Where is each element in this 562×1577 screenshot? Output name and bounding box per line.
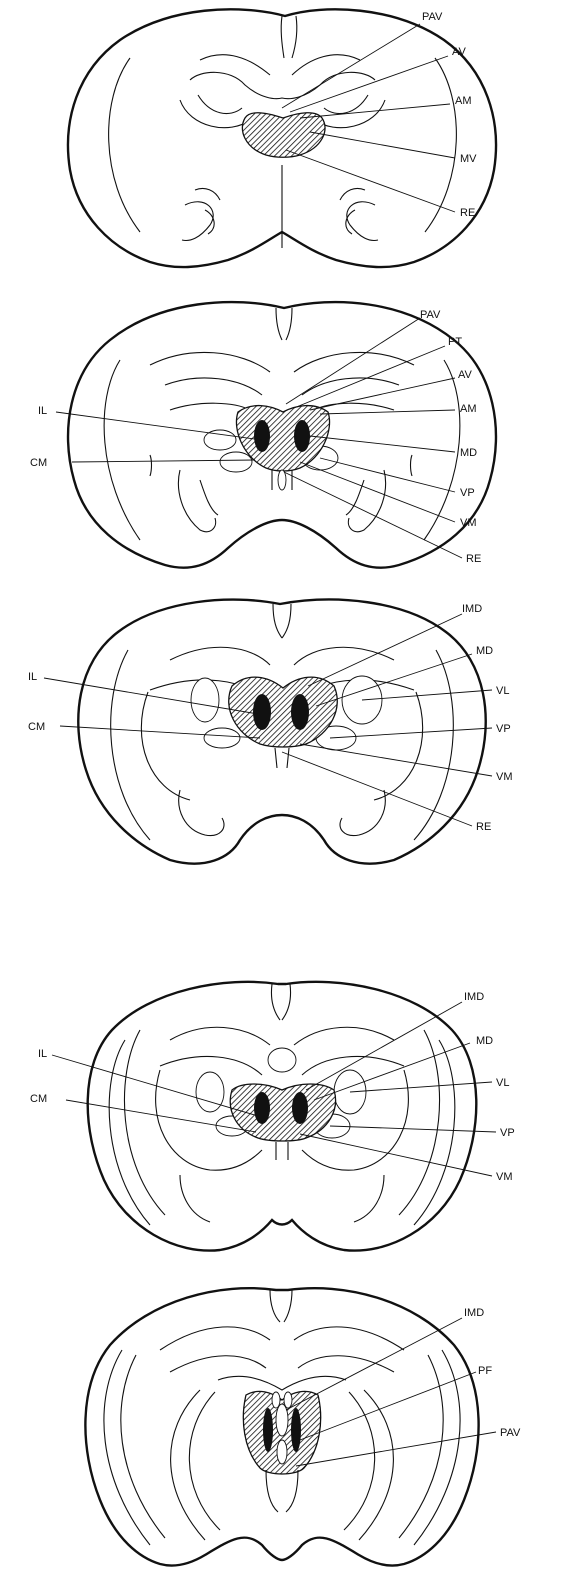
label-av: AV: [458, 369, 473, 381]
label-vp: VP: [500, 1127, 515, 1139]
label-re: RE: [460, 207, 475, 219]
label-vl: VL: [496, 1077, 509, 1089]
label-pf: PF: [478, 1365, 492, 1377]
label-pav: PAV: [420, 309, 441, 321]
label-mv: MV: [460, 153, 477, 165]
label-pav: PAV: [422, 11, 443, 23]
section-2: PAV PT AV AM MD VP VM RE IL CM: [30, 302, 496, 568]
label-pt: PT: [448, 336, 462, 348]
label-vp: VP: [496, 723, 511, 735]
section-3: IMD MD VL VP VM RE IL CM: [28, 600, 513, 864]
label-il: IL: [38, 405, 47, 417]
label-am: AM: [455, 95, 472, 107]
label-imd: IMD: [464, 991, 484, 1003]
label-re: RE: [466, 553, 481, 565]
section-1: PAV AV AM MV RE: [68, 9, 496, 267]
label-vp: VP: [460, 487, 475, 499]
label-md: MD: [476, 1035, 493, 1047]
label-vm: VM: [496, 1171, 513, 1183]
section-4: IMD MD VL VP VM IL CM: [30, 982, 515, 1251]
label-cm: CM: [28, 721, 45, 733]
label-md: MD: [460, 447, 477, 459]
label-cm: CM: [30, 457, 47, 469]
label-imd: IMD: [464, 1307, 484, 1319]
label-md: MD: [476, 645, 493, 657]
label-pav: PAV: [500, 1427, 521, 1439]
label-vm: VM: [460, 517, 477, 529]
label-re: RE: [476, 821, 491, 833]
label-cm: CM: [30, 1093, 47, 1105]
label-imd: IMD: [462, 603, 482, 615]
label-il: IL: [28, 671, 37, 683]
label-vm: VM: [496, 771, 513, 783]
label-am: AM: [460, 403, 477, 415]
section-5: IMD PF PAV: [85, 1288, 521, 1565]
label-vl: VL: [496, 685, 509, 697]
label-av: AV: [452, 46, 467, 58]
label-il: IL: [38, 1048, 47, 1060]
